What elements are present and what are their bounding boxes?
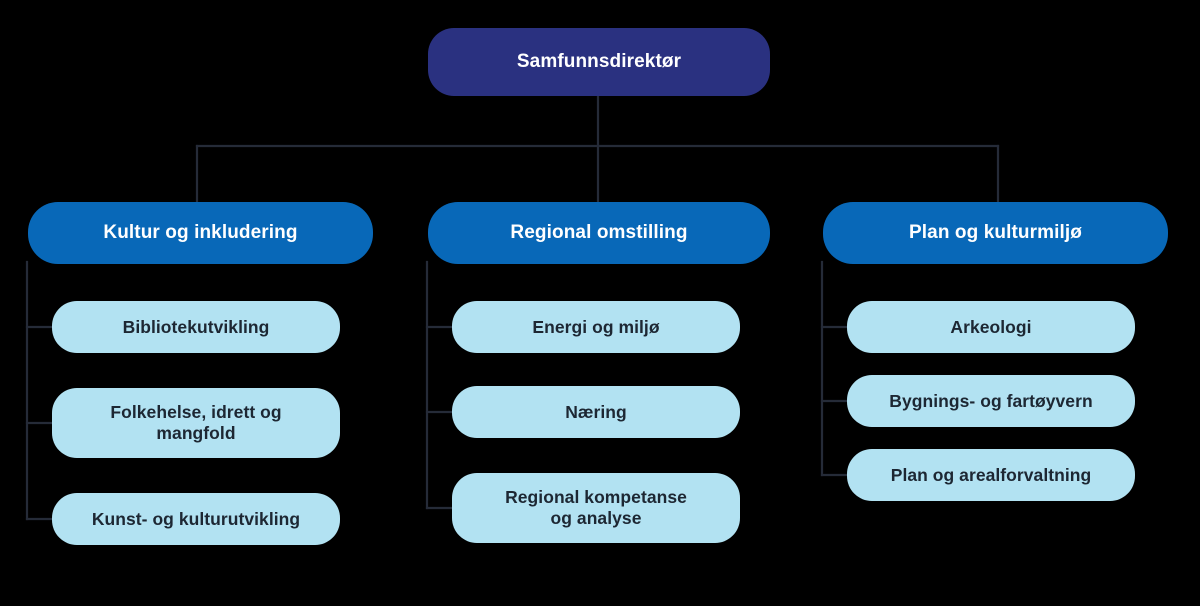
- node-unit-folkehelse-idrett-og-mangfold[interactable]: Folkehelse, idrett og mangfold: [52, 388, 340, 458]
- node-unit-arkeologi[interactable]: Arkeologi: [847, 301, 1135, 353]
- node-unit-energi-og-miljo[interactable]: Energi og miljø: [452, 301, 740, 353]
- node-department-plan-og-kulturmiljo[interactable]: Plan og kulturmiljø: [823, 202, 1168, 264]
- node-unit-regional-kompetanse-og-analyse[interactable]: Regional kompetanse og analyse: [452, 473, 740, 543]
- node-unit-label: Energi og miljø: [532, 316, 660, 337]
- node-unit-bibliotekutvikling[interactable]: Bibliotekutvikling: [52, 301, 340, 353]
- node-unit-label: Arkeologi: [950, 316, 1032, 337]
- node-unit-kunst-og-kulturutvikling[interactable]: Kunst‐ og kulturutvikling: [52, 493, 340, 545]
- node-unit-label: Bibliotekutvikling: [122, 316, 270, 337]
- node-department-label: Kultur og inkludering: [103, 221, 298, 243]
- node-unit-label: Plan og arealforvaltning: [890, 464, 1092, 485]
- node-unit-label: Kunst‐ og kulturutvikling: [91, 508, 301, 529]
- node-department-label: Plan og kulturmiljø: [909, 221, 1082, 243]
- node-unit-label: Bygnings‐ og fartøyvern: [889, 390, 1093, 411]
- node-unit-label: Folkehelse, idrett og mangfold: [110, 402, 282, 443]
- node-root-label: Samfunnsdirektør: [516, 50, 682, 72]
- node-unit-label: Regional kompetanse og analyse: [505, 487, 687, 528]
- node-unit-naering[interactable]: Næring: [452, 386, 740, 438]
- node-unit-bygnings-og-fartoyvern[interactable]: Bygnings‐ og fartøyvern: [847, 375, 1135, 427]
- node-department-regional-omstilling[interactable]: Regional omstilling: [428, 202, 770, 264]
- node-unit-label: Næring: [565, 401, 627, 422]
- node-root-samfunnsdirektor[interactable]: Samfunnsdirektør: [428, 28, 770, 96]
- node-department-label: Regional omstilling: [510, 221, 688, 243]
- node-department-kultur-og-inkludering[interactable]: Kultur og inkludering: [28, 202, 373, 264]
- node-unit-plan-og-arealforvaltning[interactable]: Plan og arealforvaltning: [847, 449, 1135, 501]
